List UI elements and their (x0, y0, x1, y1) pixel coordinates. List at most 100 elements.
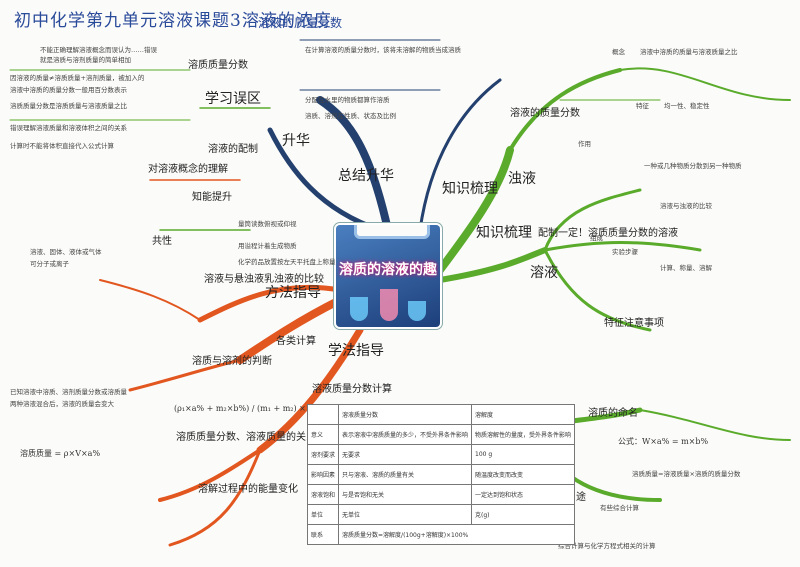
note-left-9: 对溶液概念的理解 (148, 164, 228, 175)
table-cell: 影响因素 (306, 464, 340, 485)
branch-turbid: 浊液 (508, 171, 536, 187)
table-cell: 表示溶液中溶质质量的多少，不受外界条件影响 (338, 424, 473, 445)
branch-knowledge: 知识梳理 (442, 181, 498, 197)
table-cell: 无要求 (338, 444, 473, 465)
branch-green-3 (508, 68, 622, 152)
note-right-12: 特征注意事项 (604, 318, 664, 329)
table-row: 影响因素 只与溶液、溶质的质量有关 随温度改变而改变 (306, 464, 576, 485)
note-left-11: 可分子或离子 (30, 260, 69, 268)
note-left-5: 溶质质量分数是溶质质量与溶液质量之比 (10, 102, 127, 110)
page-title: 初中化学第九单元溶液课题3溶液的浓度 (14, 11, 332, 31)
note-right-14: 溶质质量=溶液质量×溶质的质量分数 (632, 470, 741, 478)
branch-mass-frac: 溶质质量分数 (188, 60, 248, 71)
table-row: 意义 表示溶液中溶质质量的多少，不受外界条件影响 物质溶解性的量度，受外界条件影… (306, 424, 576, 445)
note-left-7: 计算时不能将体积直接代入公式计算 (10, 142, 114, 150)
note-right-7: 溶液与浊液的比较 (660, 202, 712, 210)
note-right-11: 计算、称量、溶解 (660, 264, 712, 272)
table-cell: 克(g) (471, 504, 576, 525)
note-mid-1: 在计算溶液的质量分数时，该将未溶解的物质当成溶质 (305, 46, 461, 54)
branch-knowledge2: 知识梳理 (476, 225, 532, 241)
branch-common: 共性 (152, 236, 172, 247)
note-right-5: 作用 (578, 140, 591, 148)
branch-calc: 各类计算 (276, 336, 316, 347)
note-left-2: 就是溶质与溶剂质量的简单相加 (40, 56, 131, 64)
branch-green-5 (543, 248, 652, 332)
note-left-3: 因溶液的质量≠溶质质量+溶剂质量，被加入的 (10, 74, 145, 82)
note-right-15: 用途 (566, 492, 586, 503)
note-mid-4: 量筒读数俯视或仰视 (238, 220, 297, 228)
note-right-3: 特征 (636, 102, 649, 110)
note-right-1: 概念 (612, 48, 625, 56)
table-cell: 100 g (471, 444, 576, 465)
note-left-4: 溶液中溶质的质量分数一般用百分数表示 (10, 86, 127, 94)
comparison-table: 溶液质量分数 溶解度 意义 表示溶液中溶质质量的多少，不受外界条件影响 物质溶解… (306, 404, 576, 545)
note-right-4: 均一性、稳定性 (664, 102, 710, 110)
table-header-row: 溶液质量分数 溶解度 (306, 404, 576, 425)
center-label: 溶质的溶液的趣 (339, 262, 437, 278)
note-mid-6: 化学药品放置按左天平托盘上称量 (238, 258, 336, 266)
note-right-17: 综合计算与化学方程式相关的计算 (558, 542, 656, 550)
table-cell: 随温度改变而改变 (471, 464, 576, 485)
table-header-cell (306, 404, 340, 425)
formula-mixing: (ρ₁×a% + m₂×b%) / (m₁ + m₂) × 100% (174, 404, 332, 413)
formula-volume: 溶质质量 = ρ×V×a% (20, 449, 101, 458)
flask-icon (408, 301, 426, 321)
note-left-1: 不能正确理解溶液概念而误认为……错误 (40, 46, 157, 54)
branch-orange-2 (197, 284, 343, 323)
branch-green-10 (639, 409, 791, 441)
table-cell: 意义 (306, 424, 340, 445)
center-image: 溶质的溶液的趣 (336, 225, 440, 327)
note-left-13: 已知溶液中溶质、溶剂质量分数或溶质量 (10, 388, 127, 396)
table-cell: 联系 (306, 524, 340, 545)
branch-green-4 (543, 188, 642, 252)
branch-orange-1 (236, 296, 344, 364)
branch-improve: 知能提升 (192, 192, 232, 203)
table-cell: 溶质质量分数=溶解度/(100g+溶解度)×100% (338, 524, 576, 545)
note-mid-3: 溶质、溶剂在性质、状态及比例 (305, 112, 396, 120)
branch-green-6 (543, 241, 702, 252)
note-mid-7: 溶液与悬浊液乳浊液的比较 (204, 274, 324, 285)
table-cell: 溶液饱和 (306, 484, 340, 505)
note-right-10: 实验步骤 (612, 248, 638, 256)
branch-upgrade2: 总结升华 (338, 168, 394, 184)
note-left-14: 两种溶液混合后，溶液的质量会变大 (10, 400, 114, 408)
note-right-6: 一种或几种物质分散到另一种物质 (644, 162, 742, 170)
branch-guide: 学法指导 (328, 343, 384, 359)
branch-navy-1 (316, 96, 392, 234)
branch-orange-4 (158, 448, 262, 502)
note-mid-9: 溶液质量分数计算 (312, 384, 392, 395)
branch-green-2 (437, 247, 548, 283)
table-header-cell: 溶液质量分数 (338, 404, 473, 425)
branch-orange-6 (99, 279, 201, 321)
note-mid-2: 分配在水里的物质都算作溶质 (305, 96, 390, 104)
note-right-13: 溶质的命名 (588, 408, 638, 419)
formula-dilution: 公式：W×a% = m×b% (618, 437, 709, 446)
note-left-10: 溶液、固体、液体或气体 (30, 248, 102, 256)
table-cell: 溶剂要求 (306, 444, 340, 465)
branch-review: 学习误区 (205, 91, 261, 107)
note-mid-5: 用溢程计着生成物质 (238, 242, 297, 250)
branch-orange-7 (168, 448, 262, 547)
table-cell: 无单位 (338, 504, 473, 525)
note-right-9: 组成 (590, 234, 603, 242)
table-cell: 单位 (306, 504, 340, 525)
branch-orange-3 (256, 326, 364, 454)
branch-concentration: 溶液的质量分数 (510, 108, 580, 119)
branch-navy-2 (267, 127, 383, 233)
table-cell: 只与溶液、溶质的质量有关 (338, 464, 473, 485)
branch-navy-3 (418, 78, 502, 232)
table-row: 溶液饱和 与是否饱和无关 一定达到饱和状态 (306, 484, 576, 505)
table-cell: 一定达到饱和状态 (471, 484, 576, 505)
flask-icon (380, 289, 398, 321)
table-row: 溶剂要求 无要求 100 g (306, 444, 576, 465)
note-left-15: 溶质质量分数、溶液质量的关系 (176, 432, 316, 443)
branch-green-1 (436, 146, 514, 274)
note-right-16: 有些综合计算 (600, 504, 639, 512)
note-left-6: 错误理解溶液质量和溶液体积之间的关系 (10, 124, 127, 132)
branch-orange-5 (128, 358, 242, 392)
table-row: 单位 无单位 克(g) (306, 504, 576, 525)
branch-green-7 (619, 67, 791, 101)
branch-solution: 溶液 (530, 265, 558, 281)
flask-icon (350, 297, 368, 321)
page-subtitle: 溶液的质量分数 (258, 16, 343, 30)
